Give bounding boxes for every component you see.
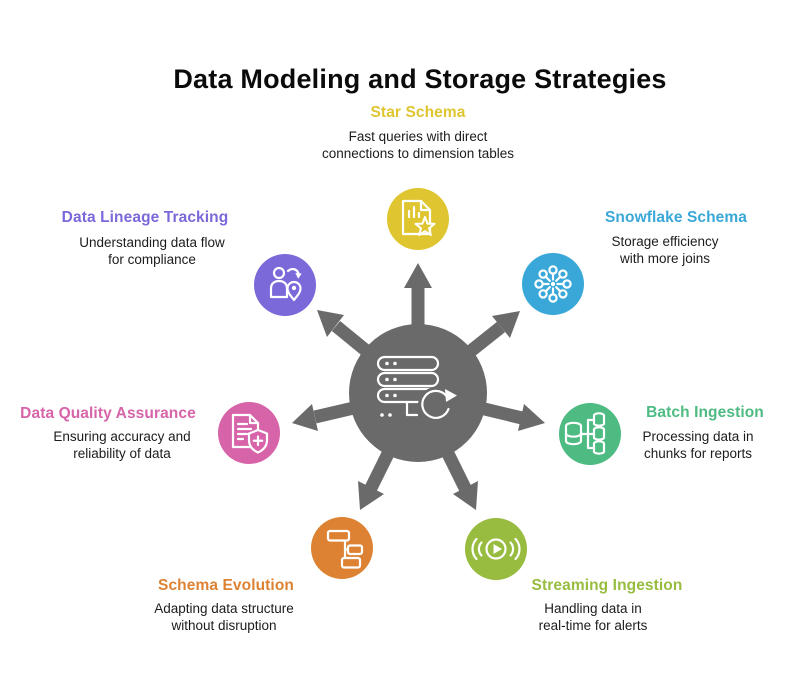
snowflake-network-icon	[534, 265, 572, 303]
arrowhead-data-quality	[292, 404, 318, 431]
person-location-icon	[269, 266, 302, 302]
live-stream-icon	[471, 537, 521, 561]
document-shield-icon	[231, 413, 269, 454]
data-lineage-label: Data Lineage Tracking	[61, 209, 229, 226]
snowflake-schema-label: Snowflake Schema	[604, 209, 748, 226]
data-quality-description: Ensuring accuracy and reliability of dat…	[53, 429, 191, 461]
batch-ingestion-label: Batch Ingestion	[646, 404, 764, 421]
database-branch-icon	[564, 412, 606, 455]
schema-evolution-label: Schema Evolution	[158, 577, 294, 594]
hub-circle	[349, 324, 487, 462]
database-sync-icon	[376, 355, 457, 423]
streaming-ingestion-description: Handling data in real-time for alerts	[538, 601, 648, 633]
page-title: Data Modeling and Storage Strategies	[173, 64, 667, 95]
arrowhead-star-schema	[404, 263, 432, 288]
schema-evolution-description: Adapting data structure without disrupti…	[154, 601, 294, 633]
data-lineage-description: Understanding data flow for compliance	[79, 235, 225, 267]
streaming-ingestion-label: Streaming Ingestion	[531, 577, 683, 594]
batch-ingestion-description: Processing data in chunks for reports	[642, 429, 754, 461]
blocks-flow-icon	[326, 529, 364, 569]
star-schema-label: Star Schema	[370, 104, 466, 121]
snowflake-schema-description: Storage efficiency with more joins	[611, 234, 719, 266]
arrowhead-batch-ingestion	[518, 404, 545, 431]
data-lineage-circle	[254, 254, 316, 316]
star-schema-circle	[387, 188, 449, 250]
star-schema-description: Fast queries with direct connections to …	[321, 129, 515, 161]
schema-evolution-circle	[311, 517, 373, 579]
data-quality-label: Data Quality Assurance	[20, 405, 196, 422]
arrowhead-schema-evolution	[358, 481, 384, 510]
arrowhead-data-lineage	[317, 310, 344, 337]
arrowhead-snowflake-schema	[492, 311, 520, 338]
arrowhead-streaming-ingestion	[453, 481, 478, 510]
report-star-icon	[401, 199, 436, 237]
